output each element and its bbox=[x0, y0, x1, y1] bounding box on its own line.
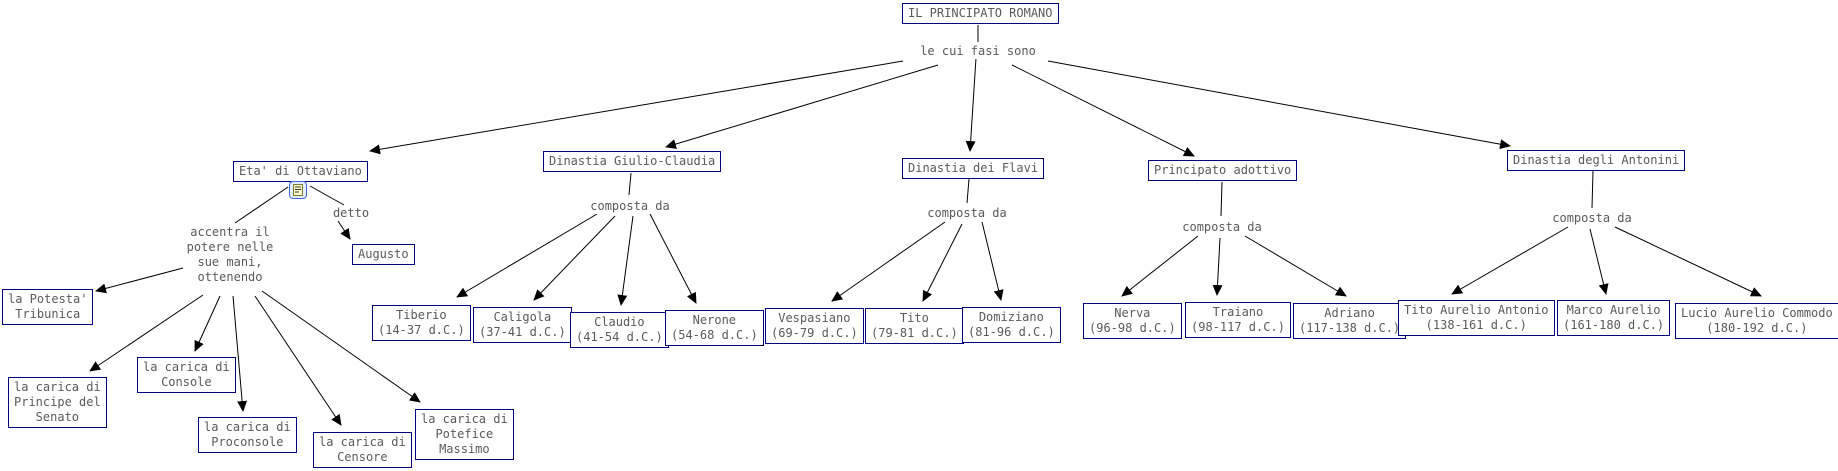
linking-phrase-detto: detto bbox=[330, 206, 372, 221]
concept-traiano[interactable]: Traiano (98-117 d.C.) bbox=[1185, 302, 1291, 338]
concept-marco-aurelio[interactable]: Marco Aurelio (161-180 d.C.) bbox=[1557, 300, 1671, 336]
concept-tiberio[interactable]: Tiberio (14-37 d.C.) bbox=[372, 305, 471, 341]
concept-nerone[interactable]: Nerone (54-68 d.C.) bbox=[665, 310, 764, 346]
concept-domiziano[interactable]: Domiziano (81-96 d.C.) bbox=[962, 307, 1061, 343]
linking-phrase-composta-flavi: composta da bbox=[925, 206, 1009, 221]
concept-caligola[interactable]: Caligola (37-41 d.C.) bbox=[473, 307, 572, 343]
concept-potefice-massimo[interactable]: la carica di Potefice Massimo bbox=[415, 409, 514, 460]
concept-dinastia-giulio-claudia[interactable]: Dinastia Giulio-Claudia bbox=[543, 151, 722, 172]
linking-phrase-composta-adottivo: composta da bbox=[1180, 220, 1264, 235]
linking-phrase-accentra: accentra il potere nelle sue mani, otten… bbox=[184, 225, 276, 285]
linking-phrase-fasi: le cui fasi sono bbox=[918, 44, 1038, 59]
linking-phrase-composta-antonini: composta da bbox=[1550, 211, 1634, 226]
linking-phrase-composta-giulio-claudia: composta da bbox=[588, 199, 672, 214]
concept-potesta-tribunica[interactable]: la Potesta' Tribunica bbox=[2, 289, 94, 325]
concept-principato-romano[interactable]: IL PRINCIPATO ROMANO bbox=[902, 3, 1059, 24]
concept-dinastia-antonini[interactable]: Dinastia degli Antonini bbox=[1507, 150, 1686, 171]
note-attachment-icon[interactable] bbox=[289, 181, 307, 199]
concept-nerva[interactable]: Nerva (96-98 d.C.) bbox=[1083, 303, 1182, 339]
concept-lucio-aurelio-commodo[interactable]: Lucio Aurelio Commodo (180-192 d.C.) bbox=[1675, 303, 1838, 339]
concept-tito[interactable]: Tito (79-81 d.C.) bbox=[865, 308, 964, 344]
concept-claudio[interactable]: Claudio (41-54 d.C.) bbox=[570, 312, 669, 348]
concept-dinastia-flavi[interactable]: Dinastia dei Flavi bbox=[902, 158, 1045, 179]
concept-adriano[interactable]: Adriano (117-138 d.C.) bbox=[1293, 303, 1407, 339]
concept-eta-ottaviano[interactable]: Eta' di Ottaviano bbox=[233, 161, 368, 182]
concept-censore[interactable]: la carica di Censore bbox=[313, 432, 412, 468]
concept-augusto[interactable]: Augusto bbox=[352, 244, 415, 265]
concept-tito-aurelio-antonio[interactable]: Tito Aurelio Antonio (138-161 d.C.) bbox=[1398, 300, 1555, 336]
concept-proconsole[interactable]: la carica di Proconsole bbox=[198, 417, 297, 453]
concept-console[interactable]: la carica di Console bbox=[137, 357, 236, 393]
concept-vespasiano[interactable]: Vespasiano (69-79 d.C.) bbox=[765, 308, 864, 344]
concept-principato-adottivo[interactable]: Principato adottivo bbox=[1148, 160, 1298, 181]
concept-principe-senato[interactable]: la carica di Principe del Senato bbox=[8, 377, 107, 428]
